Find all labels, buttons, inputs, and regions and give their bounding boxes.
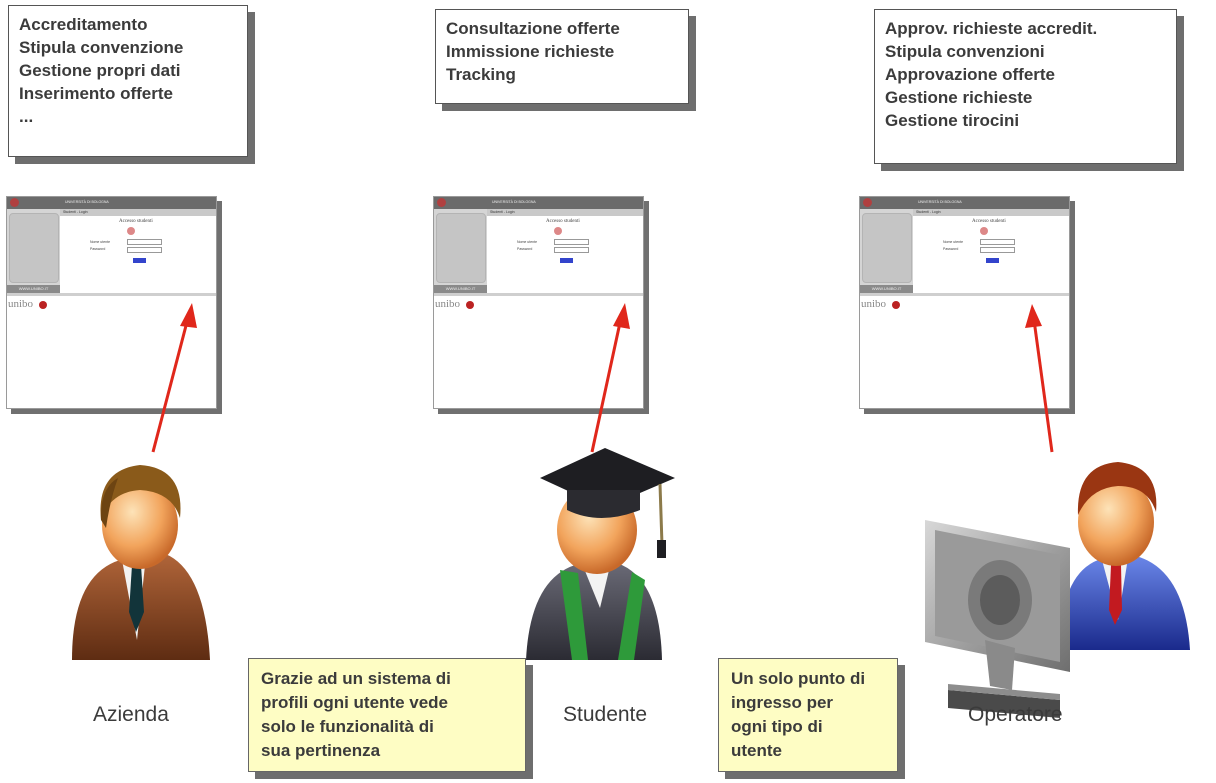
page-title: Accesso studenti (546, 219, 580, 224)
logo-icon (980, 227, 988, 235)
note-line: ingresso per (731, 693, 834, 712)
feature-box-azienda: Accreditamento Stipula convenzione Gesti… (8, 5, 248, 157)
arrow-studente (590, 303, 630, 453)
breadcrumb: Studenti - Login (913, 209, 1069, 216)
unibo-logo: unibo (861, 298, 887, 310)
studente-person-icon (526, 448, 675, 660)
role-label-operatore: Operatore (968, 703, 1063, 726)
username-input (980, 239, 1015, 245)
screenshot-header: UNIVERSITÀ DI BOLOGNA (860, 197, 1069, 209)
note-line: Grazie ad un sistema di (261, 669, 451, 688)
feature-line: Immissione richieste (446, 42, 615, 61)
login-button (986, 258, 999, 263)
feature-line: Approv. richieste accredit. (885, 19, 1098, 38)
monitor-icon (925, 520, 1070, 718)
unibo-seal-icon (466, 301, 474, 309)
login-button (133, 258, 146, 263)
unibo-logo: unibo (435, 298, 461, 310)
feature-line: Approvazione offerte (885, 65, 1056, 84)
footer-rule (434, 293, 643, 296)
footer-rule (7, 293, 216, 296)
operatore-person-icon (1060, 462, 1190, 650)
unibo-seal-icon (39, 301, 47, 309)
azienda-person-icon (72, 465, 210, 660)
side-caption: WWW.UNIBO.IT (7, 285, 60, 293)
feature-line: Accreditamento (19, 15, 148, 34)
unibo-seal-icon (892, 301, 900, 309)
page-title: Accesso studenti (972, 219, 1006, 224)
note-line: profili ogni utente vede (261, 693, 449, 712)
username-input (127, 239, 162, 245)
screenshot-header: UNIVERSITÀ DI BOLOGNA (434, 197, 643, 209)
screenshot-side-panel: WWW.UNIBO.IT (434, 209, 487, 293)
note-line: utente (731, 741, 782, 760)
feature-box-operatore: Approv. richieste accredit. Stipula conv… (874, 9, 1177, 164)
screenshot-side-panel: WWW.UNIBO.IT (860, 209, 913, 293)
username-label: Nome utente (943, 240, 964, 244)
side-caption: WWW.UNIBO.IT (434, 285, 487, 293)
login-button (560, 258, 573, 263)
side-caption: WWW.UNIBO.IT (860, 285, 913, 293)
feature-line: Gestione tirocini (885, 111, 1020, 130)
username-label: Nome utente (517, 240, 538, 244)
role-label-azienda: Azienda (93, 703, 169, 726)
password-label: Password (943, 247, 959, 251)
feature-line: Gestione propri dati (19, 61, 181, 80)
note-line: sua pertinenza (261, 741, 381, 760)
logo-icon (127, 227, 135, 235)
note-profiles: Grazie ad un sistema di profili ogni ute… (248, 658, 526, 772)
password-label: Password (517, 247, 533, 251)
engraving-image (9, 213, 59, 283)
screenshot-header: UNIVERSITÀ DI BOLOGNA (7, 197, 216, 209)
engraving-image (436, 213, 486, 283)
password-input (980, 247, 1015, 253)
university-name: UNIVERSITÀ DI BOLOGNA (918, 200, 962, 204)
note-line: ogni tipo di (731, 717, 823, 736)
page-title: Accesso studenti (119, 219, 153, 224)
footer-rule (860, 293, 1069, 296)
note-line: solo le funzionalità di (261, 717, 434, 736)
unibo-logo: unibo (8, 298, 34, 310)
feature-line: Gestione richieste (885, 88, 1033, 107)
arrow-operatore (1025, 304, 1054, 453)
feature-line: Stipula convenzione (19, 38, 184, 57)
login-screenshot-azienda: UNIVERSITÀ DI BOLOGNA WWW.UNIBO.IT Stude… (6, 196, 217, 409)
seal-icon (10, 198, 19, 207)
arrow-azienda (151, 303, 197, 453)
seal-icon (863, 198, 872, 207)
note-single-entry: Un solo punto di ingresso per ogni tipo … (718, 658, 898, 772)
screenshot-side-panel: WWW.UNIBO.IT (7, 209, 60, 293)
feature-line: ... (19, 107, 34, 126)
password-input (127, 247, 162, 253)
breadcrumb: Studenti - Login (487, 209, 643, 216)
logo-icon (554, 227, 562, 235)
feature-line: Stipula convenzioni (885, 42, 1045, 61)
university-name: UNIVERSITÀ DI BOLOGNA (65, 200, 109, 204)
note-line: Un solo punto di (731, 669, 866, 688)
feature-line: Consultazione offerte (446, 19, 620, 38)
password-input (554, 247, 589, 253)
engraving-image (862, 213, 912, 283)
feature-line: Tracking (446, 65, 516, 84)
username-input (554, 239, 589, 245)
feature-box-studente: Consultazione offerte Immissione richies… (435, 9, 689, 104)
password-label: Password (90, 247, 106, 251)
university-name: UNIVERSITÀ DI BOLOGNA (492, 200, 536, 204)
breadcrumb: Studenti - Login (60, 209, 216, 216)
seal-icon (437, 198, 446, 207)
role-label-studente: Studente (563, 703, 648, 726)
username-label: Nome utente (90, 240, 111, 244)
login-screenshot-operatore: UNIVERSITÀ DI BOLOGNA WWW.UNIBO.IT Stude… (859, 196, 1070, 409)
feature-line: Inserimento offerte (19, 84, 173, 103)
